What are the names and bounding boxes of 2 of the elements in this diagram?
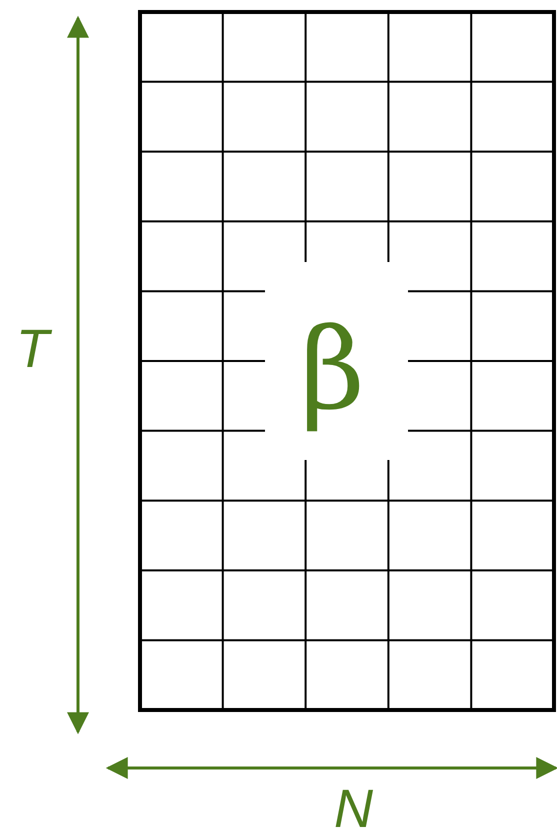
matrix-symbol: β	[300, 305, 365, 435]
dimension-label: N	[334, 778, 373, 836]
